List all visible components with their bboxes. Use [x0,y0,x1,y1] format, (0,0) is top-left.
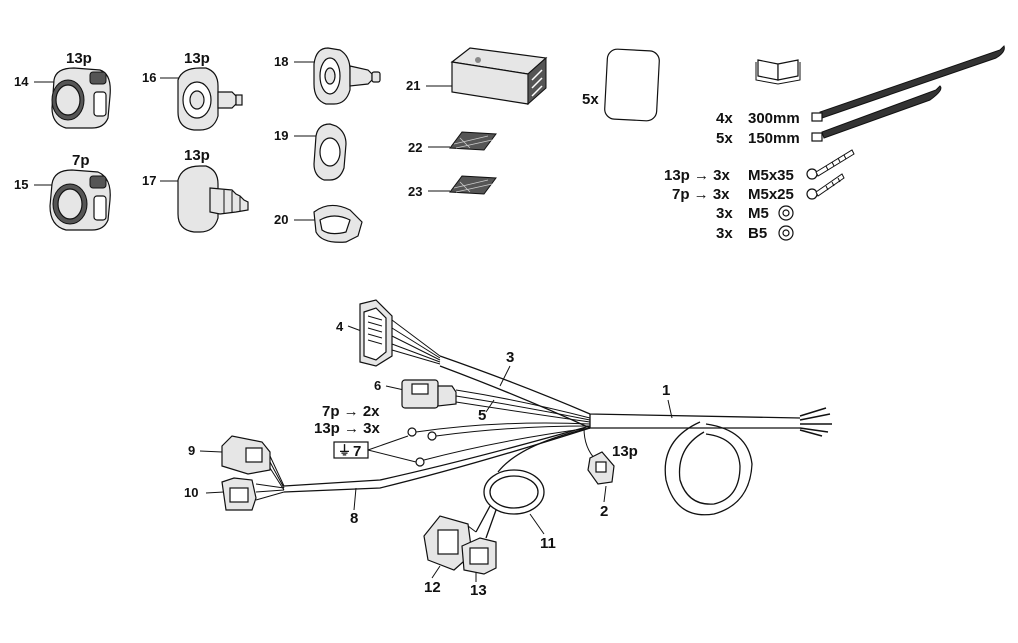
cable-tie-long [811,45,1005,122]
control-module-part-21: 21 [406,47,548,106]
cable-part-11: 11 [475,427,591,552]
connector-part-13: 13 [461,537,497,599]
part-22-number: 22 [408,140,422,155]
gasket-part-19: 19 [274,123,347,181]
part-11-number: 11 [540,535,556,552]
washer-icon [778,225,794,241]
part-13-number: 13 [470,582,487,599]
part-17-pin-label: 13p [184,147,210,164]
foam-pad-5x: 5x [582,48,660,122]
connector-part-6: 6 [374,378,591,423]
nut-icon [778,205,794,221]
part-19-number: 19 [274,128,288,143]
ties-short-size: 150mm [748,130,800,147]
nut-size: M5 [748,205,769,222]
part-15-pin-label: 7p [72,152,90,169]
part-2-pin-label: 13p [612,443,638,460]
bolt-13p-prefix: 13p → 3x [664,167,731,184]
part-8-number: 8 [350,510,358,527]
part-16-number: 16 [142,70,156,85]
part-1-number: 1 [662,382,670,399]
bolt-7p-size: M5x25 [748,186,794,203]
book-icon [755,59,801,85]
branch-part-2: 13p 2 [583,427,638,520]
cable-part-8: 8 [283,425,591,527]
part-10-number: 10 [184,485,198,500]
part-23-number: 23 [408,184,422,199]
connector-part-4: 4 [336,299,441,367]
cable-tie-short [811,85,942,142]
part-9-number: 9 [188,443,195,458]
ground-7p-label: 7p → 2x [322,403,380,420]
part-12-number: 12 [424,579,441,596]
part-16-pin-label: 13p [184,50,210,67]
mounting-plate-part-17: 13p 17 [142,147,249,233]
main-cable-part-1: 1 [439,355,832,516]
part-3-number: 3 [506,349,514,366]
adhesive-pad-part-22: 22 [408,131,497,155]
part-17-number: 17 [142,173,156,188]
cap-part-20: 20 [274,204,363,243]
mounting-plate-part-16: 13p 16 [142,50,243,131]
part-7-number: 7 [353,443,361,460]
socket-13p-part-14: 13p 14 [14,50,111,129]
part-5-number: 5 [478,407,486,424]
socket-7p-part-15: 7p 15 [14,152,111,231]
connector-part-10: 10 [184,477,285,511]
ties-short-qty: 5x [716,130,733,147]
ties-long-size: 300mm [748,110,800,127]
bolt-m5x25 [806,173,845,200]
hardware-list: 4x 300mm 5x 150mm 13p → 3x M5x35 7p → 3x… [664,110,800,242]
bolt-m5x35 [806,149,855,180]
part-20-number: 20 [274,212,288,227]
connector-part-9: 9 [188,435,285,491]
part-2-number: 2 [600,503,608,520]
grommet-part-18: 18 [274,47,381,105]
part-15-number: 15 [14,177,28,192]
part-21-number: 21 [406,78,420,93]
ground-13p-label: 13p → 3x [314,420,381,437]
ground-symbol: ⏚ [338,443,351,458]
ground-terminals-part-7: 7p → 2x 13p → 3x ⏚ 7 [314,403,591,467]
ties-long-qty: 4x [716,110,733,127]
part-6-number: 6 [374,378,381,393]
bolt-13p-size: M5x35 [748,167,794,184]
washer-qty: 3x [716,225,733,242]
washer-size: B5 [748,225,767,242]
adhesive-pad-part-23: 23 [408,175,497,199]
connector-part-12: 12 [423,515,477,596]
part-18-number: 18 [274,54,288,69]
part-14-pin-label: 13p [66,50,92,67]
pad-quantity: 5x [582,91,599,108]
nut-qty: 3x [716,205,733,222]
part-4-number: 4 [336,319,344,334]
bolt-7p-prefix: 7p → 3x [672,186,730,203]
part-14-number: 14 [14,74,29,89]
